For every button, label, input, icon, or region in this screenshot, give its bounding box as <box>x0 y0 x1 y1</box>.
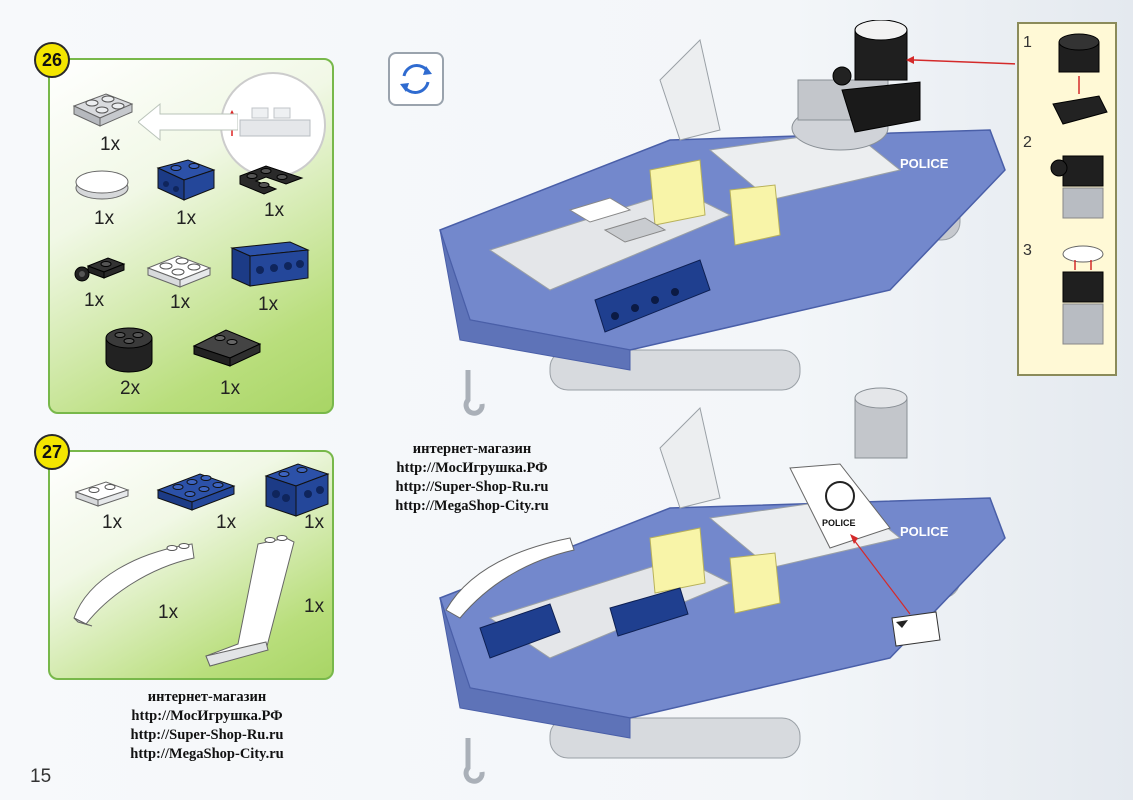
blue-bracket-icon <box>156 159 216 201</box>
step-26-badge: 26 <box>34 42 70 78</box>
white-curved-slope-icon <box>73 543 195 627</box>
shop-heading: интернет-магазин <box>147 689 267 705</box>
shop-links-bottom: интернет-магазин http://МосИгрушка.РФ ht… <box>104 688 310 764</box>
shop-link[interactable]: http://MegaShop-City.ru <box>395 498 549 514</box>
part-qty: 1x <box>102 512 123 533</box>
subassembly-step-number: 2 <box>1023 134 1032 151</box>
white-tail-fin-icon <box>205 535 295 667</box>
part-qty: 2x <box>120 378 141 399</box>
black-slope-icon <box>192 329 262 367</box>
sticker-police-label: POLICE <box>822 518 856 528</box>
blue-bracket-1x4-icon <box>230 241 310 287</box>
rotate-model-icon <box>388 52 444 106</box>
black-clip-plate-icon <box>74 257 126 282</box>
part-qty: 1x <box>258 294 279 315</box>
model-step-26-illustration: POLICE <box>439 20 1015 416</box>
step-26-parts-panel: 1x 1x 1x 1x 1x <box>48 58 334 414</box>
white-round-tile-icon <box>75 170 129 200</box>
page-number: 15 <box>30 766 52 787</box>
white-plate-1x2-icon <box>74 481 130 507</box>
part-qty: 1x <box>158 602 179 623</box>
model-step-27-illustration: POLICE POLICE <box>439 387 1006 784</box>
shop-heading: интернет-магазин <box>412 441 532 457</box>
police-label-top: POLICE <box>900 156 949 171</box>
subassembly-steps-icon <box>1050 33 1108 345</box>
white-plate-2x2-icon <box>146 255 212 288</box>
part-qty: 1x <box>304 596 325 617</box>
part-qty: 1x <box>100 134 121 155</box>
step-27-badge: 27 <box>34 434 70 470</box>
white-arrow-icon <box>138 102 238 142</box>
part-qty: 1x <box>220 378 241 399</box>
shop-link[interactable]: http://Super-Shop-Ru.ru <box>395 479 549 495</box>
shop-link[interactable]: http://МосИгрушка.РФ <box>396 460 548 476</box>
part-qty: 1x <box>304 512 325 533</box>
shop-link[interactable]: http://Super-Shop-Ru.ru <box>130 727 284 743</box>
step-27-parts-panel: 1x 1x 1x 1x 1x <box>48 450 334 680</box>
police-label-bottom: POLICE <box>900 524 949 539</box>
black-corner-plate-icon <box>239 165 304 195</box>
shop-link[interactable]: http://MegaShop-City.ru <box>130 746 284 762</box>
part-qty: 1x <box>264 200 285 221</box>
shop-links-top: интернет-магазин http://МосИгрушка.РФ ht… <box>372 440 572 516</box>
part-qty: 1x <box>84 290 105 311</box>
blue-plate-2x3-icon <box>156 473 236 511</box>
gray-plate-2x2-icon <box>72 93 134 127</box>
part-qty: 1x <box>170 292 191 313</box>
subassembly-step-number: 3 <box>1023 242 1032 259</box>
part-qty: 1x <box>216 512 237 533</box>
part-qty: 1x <box>176 208 197 229</box>
blue-bracket-2x2-icon <box>264 463 330 517</box>
black-round-brick-icon <box>105 327 153 373</box>
part-qty: 1x <box>94 208 115 229</box>
subassembly-panel: 1 2 3 <box>1017 22 1117 376</box>
shop-link[interactable]: http://МосИгрушка.РФ <box>131 708 283 724</box>
subassembly-step-number: 1 <box>1023 34 1032 51</box>
